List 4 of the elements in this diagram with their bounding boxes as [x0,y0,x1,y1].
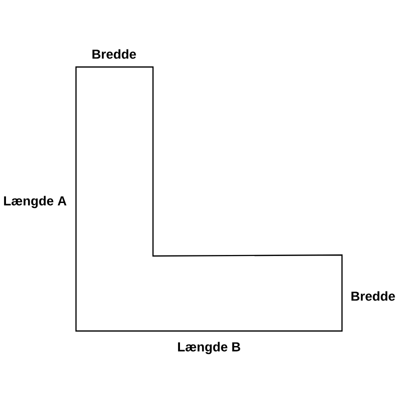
dimension-label: Længde A [4,196,66,208]
dimension-label: Bredde [351,291,395,301]
dimension-label: Bredde [92,49,136,59]
dimension-label: Længde B [178,342,240,354]
